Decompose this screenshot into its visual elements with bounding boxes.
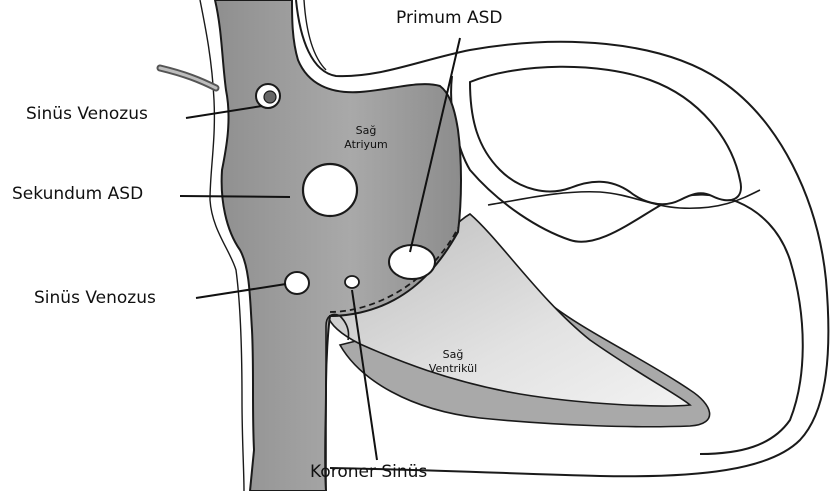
label-right-atrium: Sağ Atriyum: [336, 124, 396, 152]
label-right-atrium-line1: Sağ: [336, 124, 396, 138]
right-atrium-and-vena-cava: [215, 0, 461, 491]
label-right-ventricle-line1: Sağ: [418, 348, 488, 362]
left-ventricle-outline: [470, 67, 741, 204]
primum-asd-defect: [389, 245, 435, 279]
label-right-atrium-line2: Atriyum: [336, 138, 396, 152]
vein-outer-right: [304, 0, 326, 70]
coronary-sinus-defect: [345, 276, 359, 288]
leader-secundum-asd: [180, 196, 290, 197]
label-coronary-sinus: Koroner Sinüs: [310, 464, 427, 481]
secundum-asd-defect: [303, 164, 357, 216]
sinus-venosus-lower-defect: [285, 272, 309, 294]
label-secundum-asd: Sekundum ASD: [12, 186, 143, 203]
label-right-ventricle: Sağ Ventrikül: [418, 348, 488, 376]
label-sinus-venosus-lower: Sinüs Venozus: [34, 290, 156, 307]
label-sinus-venosus-upper: Sinüs Venozus: [26, 106, 148, 123]
label-primum-asd: Primum ASD: [396, 10, 502, 27]
label-right-ventricle-line2: Ventrikül: [418, 362, 488, 376]
